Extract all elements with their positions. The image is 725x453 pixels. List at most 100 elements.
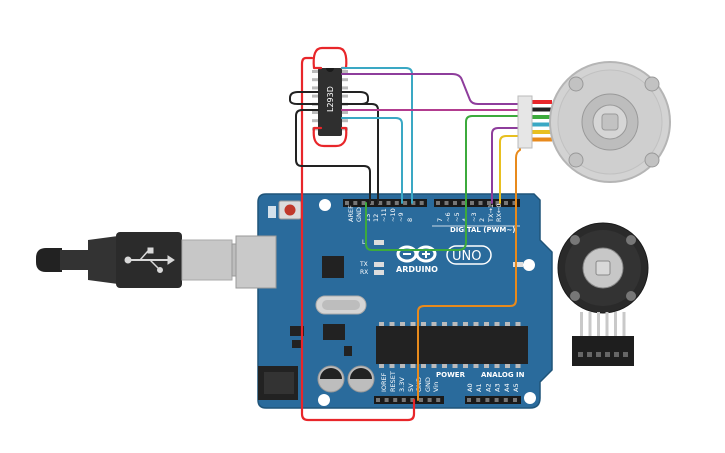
header-socket[interactable] bbox=[614, 352, 619, 357]
pin-label: GND bbox=[355, 207, 363, 222]
motor-lead bbox=[530, 100, 552, 104]
header-socket[interactable] bbox=[578, 352, 583, 357]
led-rx bbox=[374, 270, 384, 275]
screw-icon bbox=[568, 76, 584, 92]
header-pin[interactable] bbox=[453, 201, 457, 205]
power-pin-label: GND bbox=[424, 377, 432, 392]
red-wire bbox=[300, 56, 416, 422]
pin-label: 2 bbox=[478, 218, 486, 222]
header-socket[interactable] bbox=[605, 352, 610, 357]
model-text: UNO bbox=[452, 249, 481, 264]
usb-icon bbox=[124, 247, 175, 273]
mounting-hole bbox=[318, 394, 330, 406]
arduino-logo bbox=[396, 245, 437, 263]
pin-label: RX←0 bbox=[495, 203, 503, 222]
led-on bbox=[513, 262, 523, 267]
analog-pin-label: A2 bbox=[484, 383, 492, 392]
motor-lead bbox=[530, 107, 552, 112]
header-pin[interactable] bbox=[345, 201, 349, 205]
header-pin[interactable] bbox=[512, 201, 517, 205]
header-pin[interactable] bbox=[369, 201, 374, 205]
reset-button[interactable] bbox=[278, 200, 302, 220]
screw-icon bbox=[644, 76, 660, 92]
digital-header: DIGITAL (PWM~) bbox=[450, 226, 515, 234]
screw-icon bbox=[570, 235, 580, 245]
motor-lead bbox=[530, 122, 552, 127]
header-pin[interactable] bbox=[376, 398, 380, 402]
label-on: ON bbox=[525, 262, 534, 269]
motor-lead bbox=[530, 137, 552, 142]
header-socket[interactable] bbox=[623, 352, 628, 357]
pin-label: TX→1 bbox=[487, 204, 495, 223]
rotary-encoder bbox=[557, 222, 649, 366]
mounting-hole bbox=[524, 392, 536, 404]
header-pin[interactable] bbox=[495, 201, 500, 205]
usb-socket bbox=[235, 235, 277, 289]
led-l bbox=[374, 240, 384, 245]
pin-label: ~9 bbox=[397, 212, 405, 222]
screw-icon bbox=[568, 152, 584, 168]
header-pin[interactable] bbox=[444, 201, 449, 205]
pin-label: 8 bbox=[406, 218, 414, 222]
header-pin[interactable] bbox=[410, 398, 415, 402]
label-tx: TX bbox=[359, 261, 368, 268]
header-pin[interactable] bbox=[436, 201, 440, 205]
header-pin[interactable] bbox=[494, 398, 499, 402]
header-pin[interactable] bbox=[485, 398, 490, 402]
header-pin[interactable] bbox=[386, 201, 391, 205]
header-pin[interactable] bbox=[403, 201, 408, 205]
pin-label: 13 bbox=[364, 214, 372, 222]
label-l: L bbox=[362, 239, 366, 246]
header-pin[interactable] bbox=[393, 398, 398, 402]
red-wire bbox=[312, 46, 348, 70]
l293d-chip bbox=[318, 68, 342, 136]
header-pin[interactable] bbox=[401, 398, 406, 402]
analog-header: ANALOG IN bbox=[481, 371, 525, 379]
header-pin[interactable] bbox=[361, 201, 366, 205]
header-pin[interactable] bbox=[467, 398, 471, 402]
power-pin-label: RESET bbox=[389, 371, 397, 392]
header-pin[interactable] bbox=[487, 201, 491, 205]
header-pin[interactable] bbox=[461, 201, 466, 205]
header-pin[interactable] bbox=[513, 398, 517, 402]
power-header-strip bbox=[374, 396, 444, 404]
header-pin[interactable] bbox=[504, 201, 508, 205]
cyan-wire bbox=[341, 117, 403, 204]
red-wire bbox=[312, 126, 348, 148]
screw-icon bbox=[570, 291, 580, 301]
header-pin[interactable] bbox=[503, 398, 508, 402]
header-pin[interactable] bbox=[478, 201, 483, 205]
pin-label: 12 bbox=[372, 214, 380, 222]
pin-label: AREF bbox=[347, 205, 355, 222]
header-pin[interactable] bbox=[436, 398, 441, 402]
analog-pin-label: A3 bbox=[494, 383, 502, 392]
header-pin[interactable] bbox=[419, 201, 424, 205]
header-pin[interactable] bbox=[353, 201, 358, 205]
wires bbox=[289, 46, 521, 422]
digital-header-right bbox=[434, 199, 520, 207]
power-pin-label: 3.3V bbox=[398, 377, 406, 392]
header-socket[interactable] bbox=[596, 352, 601, 357]
pin-label: ~5 bbox=[453, 212, 461, 222]
header-pin[interactable] bbox=[427, 398, 432, 402]
black-wire bbox=[341, 91, 369, 105]
power-pin-label: IOREF bbox=[380, 372, 388, 392]
header-pin[interactable] bbox=[470, 201, 474, 205]
header-pin[interactable] bbox=[384, 398, 389, 402]
header-socket[interactable] bbox=[587, 352, 592, 357]
motor-lead bbox=[530, 130, 552, 134]
purple-wire bbox=[491, 127, 521, 204]
pin-label: ~11 bbox=[380, 208, 388, 222]
header-pin[interactable] bbox=[476, 398, 481, 402]
analog-pin-label: A4 bbox=[503, 383, 511, 392]
analog-pin-label: A0 bbox=[466, 383, 474, 392]
header-pin[interactable] bbox=[394, 201, 399, 205]
header-pin[interactable] bbox=[411, 201, 416, 205]
mounting-hole bbox=[523, 259, 535, 271]
header-pin[interactable] bbox=[419, 398, 423, 402]
encoder-shaft bbox=[595, 260, 611, 276]
pin-label: ~6 bbox=[444, 212, 452, 222]
screw-icon bbox=[626, 291, 636, 301]
header-pin[interactable] bbox=[378, 201, 383, 205]
